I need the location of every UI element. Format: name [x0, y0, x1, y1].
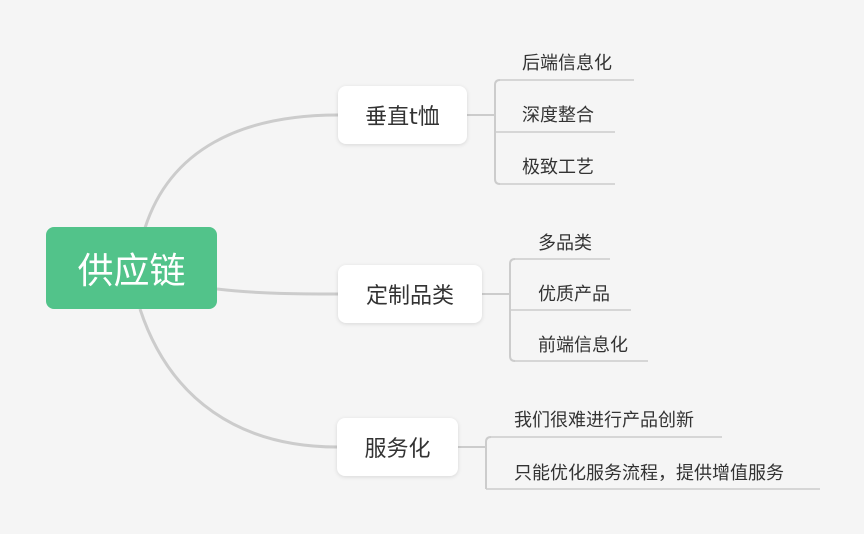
branch-node-1[interactable]: 垂直t恤 — [338, 86, 467, 144]
leaf-node-2-2[interactable]: 优质产品 — [538, 284, 610, 305]
branch-node-2[interactable]: 定制品类 — [338, 265, 482, 323]
leaf-node-1-3[interactable]: 极致工艺 — [522, 157, 594, 178]
leaf-node-1-1[interactable]: 后端信息化 — [522, 53, 612, 74]
connector-root-branch-2 — [216, 287, 339, 296]
connector-root-branch-3 — [138, 308, 338, 449]
root-node[interactable]: 供应链 — [46, 227, 217, 309]
branch-node-3[interactable]: 服务化 — [337, 418, 458, 476]
leaf-node-3-1[interactable]: 我们很难进行产品创新 — [514, 410, 694, 431]
leaf-node-2-3[interactable]: 前端信息化 — [538, 335, 628, 356]
connector-root-branch-1 — [143, 113, 339, 229]
leaf-node-3-2[interactable]: 只能优化服务流程，提供增值服务 — [514, 463, 784, 484]
bracket-branch-3 — [458, 436, 820, 490]
leaf-node-1-2[interactable]: 深度整合 — [522, 105, 594, 126]
bracket-branch-2 — [482, 258, 648, 362]
leaf-node-2-1[interactable]: 多品类 — [538, 233, 592, 254]
bracket-branch-1 — [467, 79, 634, 185]
